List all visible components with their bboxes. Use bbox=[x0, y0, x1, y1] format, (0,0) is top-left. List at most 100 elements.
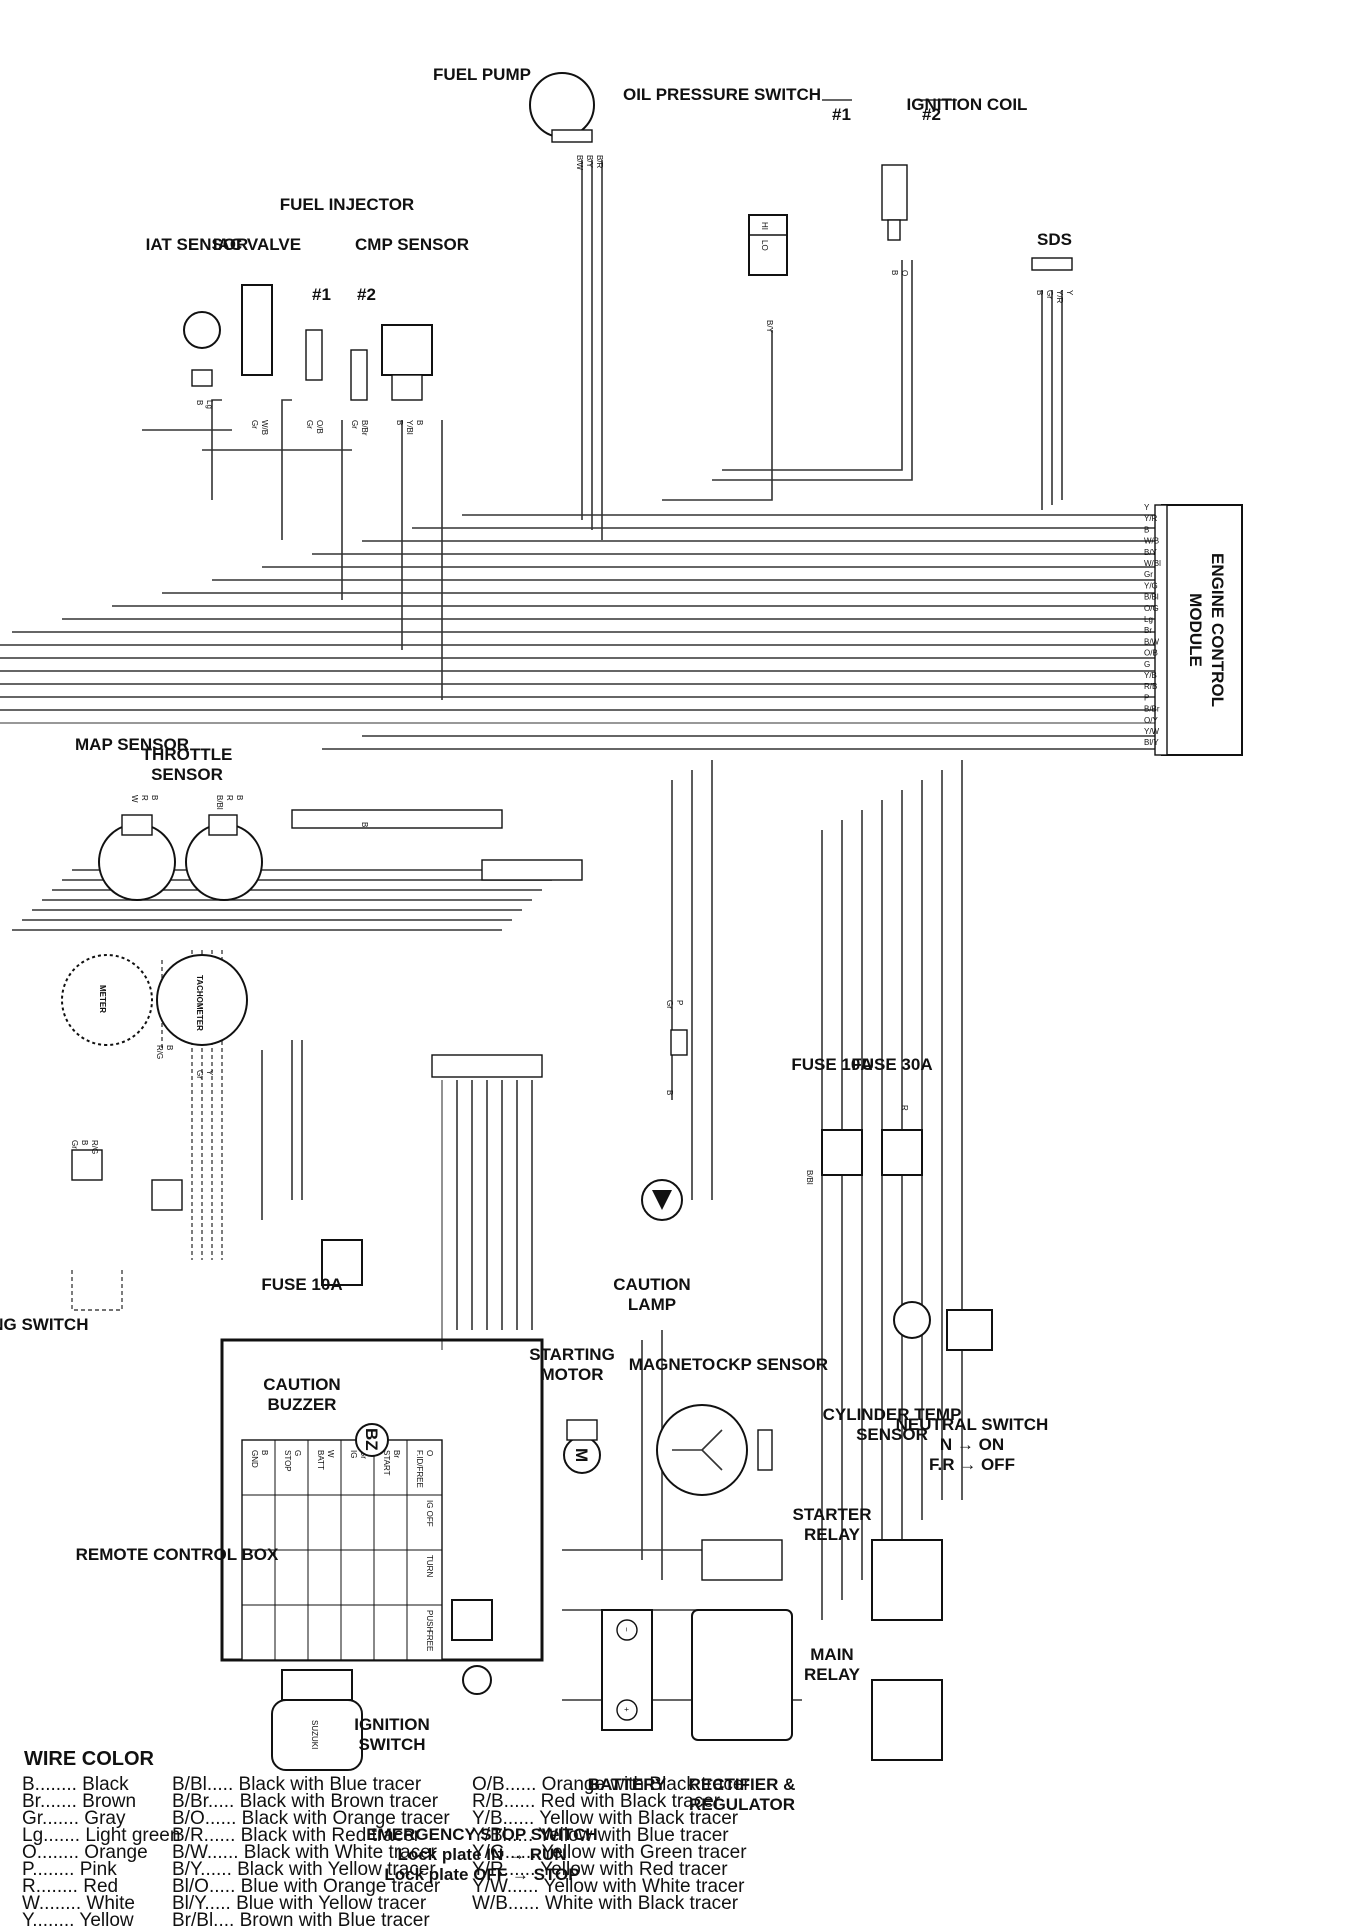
legend-entry: B/Br..... Black with Brown tracer bbox=[172, 1791, 439, 1812]
legend-entry: Br/Bl.... Brown with Blue tracer bbox=[172, 1910, 430, 1926]
switch-row-wire: W bbox=[326, 1450, 335, 1458]
harness-wires bbox=[0, 160, 1162, 1701]
ignition-switch: SUZUKI IGNITION SWITCH bbox=[271, 1669, 430, 1771]
throttle-wire-3: B bbox=[235, 795, 244, 800]
caution-lamp: CAUTION LAMP Gr P B bbox=[613, 1000, 690, 1314]
svg-text:+: + bbox=[622, 1707, 631, 1712]
legend-entry: B/O...... Black with Orange tracer bbox=[172, 1808, 450, 1829]
fuse-10a: FUSE 10A B/Bl bbox=[791, 1055, 872, 1185]
ecm-pin-label: B/W bbox=[1144, 637, 1160, 646]
inj1-wire-1: Gr bbox=[305, 420, 314, 429]
switch-row-label: IG bbox=[349, 1450, 358, 1458]
iac-valve: IAC VALVE Gr W/B bbox=[213, 235, 301, 435]
main-relay-label-line2: RELAY bbox=[804, 1665, 861, 1684]
ignition-switch-label-line2: SWITCH bbox=[358, 1735, 425, 1754]
map-wire-3: B bbox=[150, 795, 159, 800]
ecm-pin-label: Y/W bbox=[1144, 727, 1160, 736]
ckp-label: CKP SENSOR bbox=[716, 1355, 828, 1374]
sds-wire-3: Y/R bbox=[1055, 290, 1064, 304]
meter-wire-1: R/G bbox=[155, 1045, 164, 1059]
cmp-wire-2: Y/Bl bbox=[405, 420, 414, 435]
ecm-pin-label: O/B bbox=[1144, 649, 1158, 658]
legend-entry: R/B...... Red with Black tracer bbox=[472, 1791, 721, 1812]
lighting-wire-2: B bbox=[80, 1140, 89, 1145]
ecm-pin-label: Br bbox=[1144, 626, 1152, 635]
caution-lamp-label-line2: LAMP bbox=[628, 1295, 676, 1314]
fuse-10a-label: FUSE 10A bbox=[791, 1055, 872, 1074]
legend-title: WIRE COLOR bbox=[24, 1748, 155, 1770]
map-sensor: MAP SENSOR W R B bbox=[75, 735, 189, 901]
legend-column-3: O/B...... Orange with Black tracerR/B...… bbox=[472, 1774, 750, 1914]
coil-wire-2: O bbox=[900, 270, 909, 276]
caution-lamp-wire-3: B bbox=[665, 1090, 674, 1095]
fuel-pump-wire-1: B/W bbox=[575, 155, 584, 171]
legend-entry: Gr....... Gray bbox=[22, 1808, 126, 1829]
oil-lo: LO bbox=[760, 240, 769, 251]
legend-column-2: B/Bl..... Black with Blue tracerB/Br....… bbox=[172, 1774, 450, 1926]
iat-sensor: IAT SENSOR B Lg bbox=[146, 235, 249, 409]
gnd-bus-label: B bbox=[360, 822, 369, 827]
map-wire-2: R bbox=[140, 795, 149, 801]
throttle-wire-1: B/Bl bbox=[215, 795, 224, 810]
legend-entry: B/Bl..... Black with Blue tracer bbox=[172, 1774, 422, 1795]
legend-entry: B/W...... Black with White tracer bbox=[172, 1842, 438, 1863]
ecm-pin-label: Bl/Y bbox=[1144, 738, 1159, 747]
legend-entry: O........ Orange bbox=[22, 1842, 148, 1863]
legend-entry: Y/G...... Yellow with Green tracer bbox=[472, 1842, 747, 1863]
sds-wire-1: B bbox=[1035, 290, 1044, 295]
oil-hi: HI bbox=[760, 222, 769, 230]
legend-entry: Bl/O..... Blue with Orange tracer bbox=[172, 1876, 441, 1897]
ecm-pin-label: P bbox=[1144, 693, 1149, 702]
starting-motor-label-line1: STARTING bbox=[529, 1345, 615, 1364]
caution-lamp-wire-1: Gr bbox=[665, 1000, 674, 1009]
tachometer: TACHOMETER Gr Y bbox=[156, 954, 248, 1079]
tach-wire-2: Y bbox=[205, 1070, 214, 1076]
legend-entry: R........ Red bbox=[22, 1876, 118, 1897]
iac-wire-2: W/B bbox=[260, 420, 269, 435]
iac-label: IAC VALVE bbox=[213, 235, 301, 254]
ignition-coil: #1 #2 IGNITION COIL B O bbox=[822, 95, 1027, 276]
ecm-pin-label: O/G bbox=[1144, 604, 1159, 613]
ecm-pin-label: B bbox=[1144, 525, 1149, 534]
ckp-sensor: CKP SENSOR bbox=[716, 1355, 828, 1471]
bz-label: BZ bbox=[362, 1428, 381, 1451]
legend-entry: Y/B...... Yellow with Black tracer bbox=[472, 1808, 739, 1829]
legend-entry: Bl/Y..... Blue with Yellow tracer bbox=[172, 1893, 427, 1914]
legend-entry: W........ White bbox=[22, 1893, 135, 1914]
rectifier-label-line2: REGULATOR bbox=[689, 1795, 795, 1814]
starter-relay-label-line1: STARTER bbox=[792, 1505, 871, 1524]
lighting-wire-1: Gr bbox=[70, 1140, 79, 1149]
fuel-injector-label: FUEL INJECTOR bbox=[280, 195, 414, 214]
ecm-pin-label: R/B bbox=[1144, 682, 1157, 691]
main-relay: MAIN RELAY bbox=[804, 1645, 943, 1761]
fuse30-wire: R bbox=[900, 1105, 909, 1111]
battery: − + BATTERY bbox=[588, 1609, 667, 1794]
cmp-sensor: CMP SENSOR B Y/Bl B bbox=[355, 235, 469, 435]
ecm-pin-label: B/Br bbox=[1144, 705, 1160, 714]
caution-buzzer: BZ CAUTION BUZZER bbox=[263, 1375, 389, 1457]
map-label: MAP SENSOR bbox=[75, 735, 189, 754]
lighting-wire-3: R/G bbox=[90, 1140, 99, 1154]
neutral-label-line2: N → ON bbox=[940, 1435, 1004, 1454]
iac-wire-1: Gr bbox=[250, 420, 259, 429]
iat-wire-2: Lg bbox=[205, 400, 214, 409]
legend-entry: Y........ Yellow bbox=[22, 1910, 134, 1926]
switch-col-label: PUSH bbox=[425, 1610, 434, 1632]
oil-switch-label: OIL PRESSURE SWITCH bbox=[623, 85, 821, 104]
estop-label-line2: Lock plate IN → RUN bbox=[397, 1845, 566, 1864]
fuse-30a: FUSE 30A R bbox=[851, 1055, 933, 1176]
ignition-switch-label-line1: IGNITION bbox=[354, 1715, 430, 1734]
ecm-pin-label: Y/B bbox=[1144, 671, 1157, 680]
switch-row-wire: Br bbox=[392, 1450, 401, 1458]
motor-m: M bbox=[572, 1448, 591, 1462]
fuse-10a-left: FUSE 10A bbox=[261, 1239, 363, 1294]
remote-control-box-label: REMOTE CONTROL BOX bbox=[76, 1545, 279, 1564]
throttle-sensor: THROTTLE SENSOR B/Bl R B bbox=[142, 745, 263, 901]
ecm-label-line1: ENGINE CONTROL bbox=[1208, 553, 1227, 707]
starter-relay: STARTER RELAY bbox=[792, 1505, 943, 1621]
ignition-coil-label: IGNITION COIL bbox=[907, 95, 1028, 114]
coil-wire-1: B bbox=[890, 270, 899, 275]
